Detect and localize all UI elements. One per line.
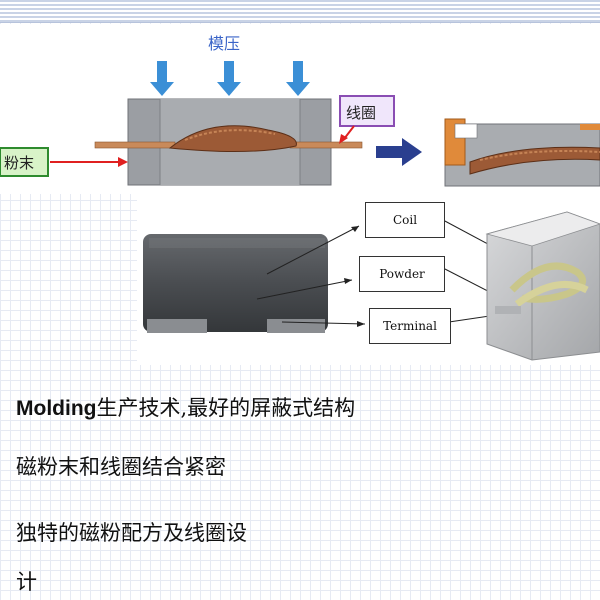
inductor-structure-figure: Coil Powder Terminal <box>137 194 600 365</box>
coil-lead-left <box>94 141 176 149</box>
text-line-4: 计 <box>16 570 37 594</box>
powder-callout: Powder <box>359 256 445 292</box>
press-arrow-icon <box>286 61 310 96</box>
inductor-structure-svg <box>143 211 600 361</box>
press-arrow-icon <box>150 61 174 96</box>
process-arrow-icon <box>376 138 422 166</box>
press-label: 模压 <box>208 34 241 53</box>
coil-label: 线圈 <box>346 104 377 122</box>
text-line-1: Molding生产技术,最好的屏蔽式结构 <box>16 392 355 422</box>
powder-label: 粉末 <box>4 154 35 172</box>
molding-process-svg <box>0 61 600 187</box>
press-arrow-icon <box>217 61 241 96</box>
inductor-chip-photo <box>143 234 328 333</box>
cutaway-3d-view <box>485 211 600 361</box>
terminal-callout: Terminal <box>369 308 451 344</box>
press-arrows <box>150 61 310 96</box>
header-stripe <box>0 0 600 23</box>
powder-label-box <box>0 147 49 177</box>
molding-process-diagram: 模压 线圈 粉末 <box>0 24 600 194</box>
coil-label-box <box>339 95 395 127</box>
text-line-2: 磁粉末和线圈结合紧密 <box>16 455 226 479</box>
text-line-1-latin: Molding <box>16 397 97 420</box>
text-line-3: 独特的磁粉配方及线圈设 <box>16 521 247 545</box>
text-line-1-rest: 生产技术,最好的屏蔽式结构 <box>96 396 356 420</box>
coil-callout: Coil <box>365 202 445 238</box>
